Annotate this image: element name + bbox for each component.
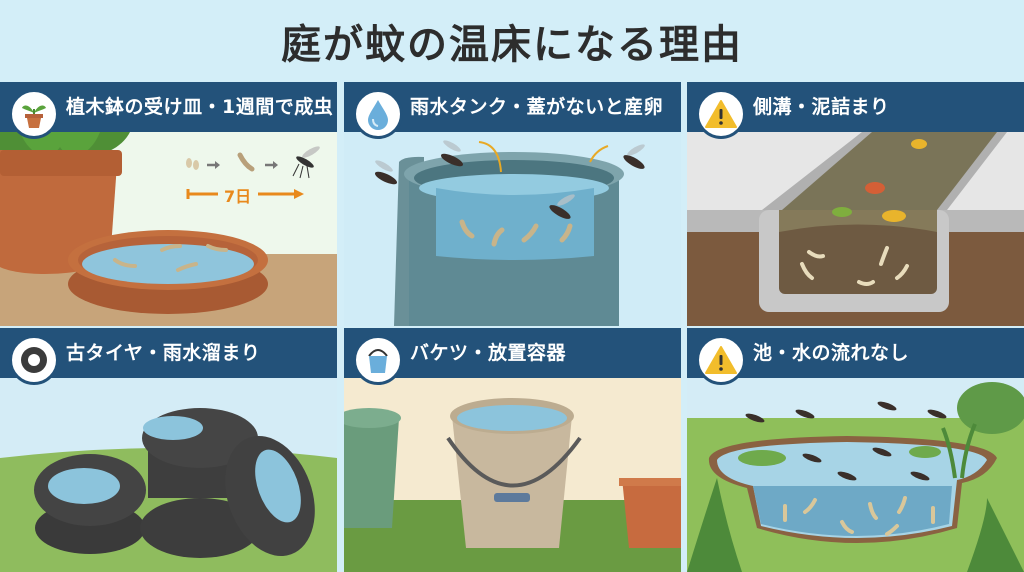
rain-tank-illustration [344, 132, 681, 326]
panel-gutter: 側溝・泥詰まり [687, 82, 1024, 326]
panel-tires: 古タイヤ・雨水溜まり [0, 328, 337, 572]
panel-bucket: バケツ・放置容器 [344, 328, 681, 572]
panel-title: 池・水の流れなし [753, 342, 910, 364]
saucer-illustration: 7日 [0, 132, 337, 326]
tire-icon [9, 335, 59, 385]
svg-text:7日: 7日 [224, 187, 251, 206]
tires-illustration [0, 378, 337, 572]
panel-title: 植木鉢の受け皿・1週間で成虫 [66, 96, 334, 118]
panel-title: 古タイヤ・雨水溜まり [66, 342, 261, 364]
bucket-illustration [344, 378, 681, 572]
gutter-illustration [687, 132, 1024, 326]
panel-rain-tank: 雨水タンク・蓋がないと産卵 [344, 82, 681, 326]
panel-title: 雨水タンク・蓋がないと産卵 [410, 96, 664, 118]
bucket-icon [353, 335, 403, 385]
pond-illustration [687, 378, 1024, 572]
warning-icon [696, 89, 746, 139]
page-title: 庭が蚊の温床になる理由 [281, 22, 743, 68]
panel-pond: 池・水の流れなし [687, 328, 1024, 572]
potted-plant-icon [9, 89, 59, 139]
panel-title: 側溝・泥詰まり [753, 96, 890, 118]
panel-title: バケツ・放置容器 [410, 342, 567, 364]
warning-icon [696, 335, 746, 385]
water-drop-icon [353, 89, 403, 139]
panel-plant-saucer: 植木鉢の受け皿・1週間で成虫 [0, 82, 337, 326]
